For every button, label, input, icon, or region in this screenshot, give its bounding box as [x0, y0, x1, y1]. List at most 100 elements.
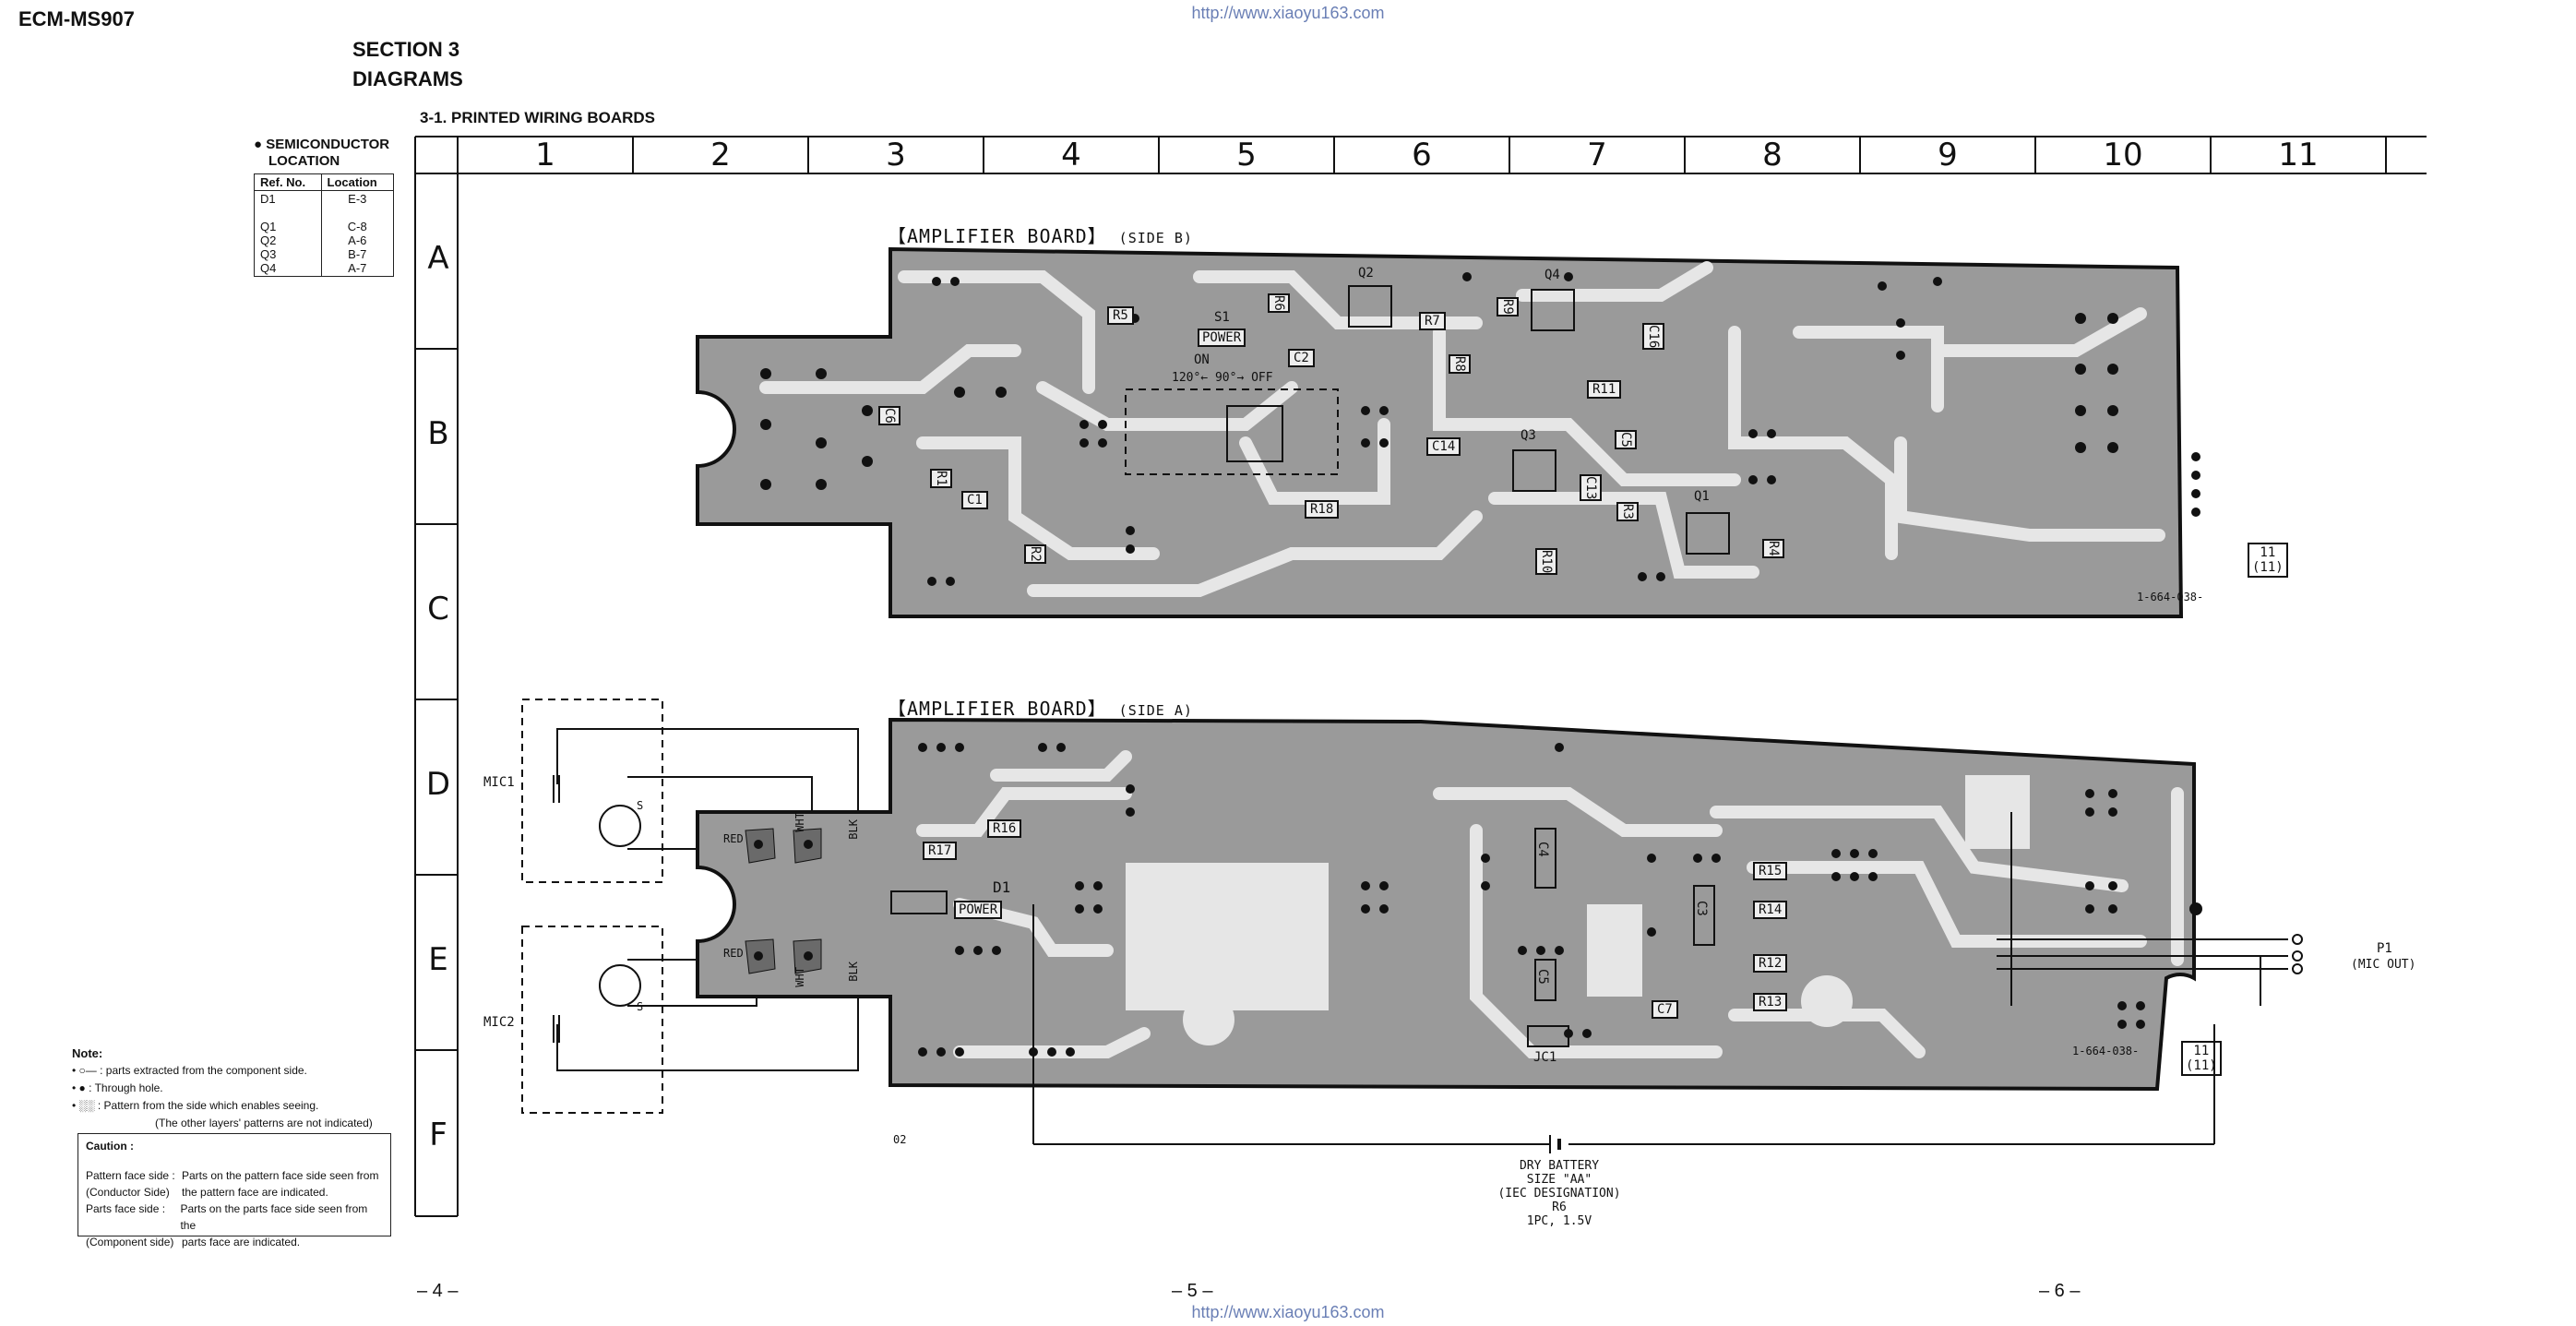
label-o2: 02 [893, 1133, 907, 1146]
board-title-side-a-sub: (SIDE A) [1118, 702, 1193, 719]
semiconductor-title-line2: LOCATION [268, 153, 340, 169]
label-c3: C3 [1694, 901, 1709, 916]
label-blk-mic1: BLK [847, 819, 860, 840]
label-c1: C1 [961, 491, 988, 509]
label-p1-desc: (MIC OUT) [2351, 958, 2416, 972]
label-blk-mic2: BLK [847, 962, 860, 982]
label-r13: R13 [1753, 993, 1788, 1011]
grid-col-2: 2 [710, 137, 731, 173]
battery-line2: SIZE "AA" [1526, 1173, 1592, 1187]
section-heading: SECTION 3 DIAGRAMS [352, 35, 463, 94]
revision-side-b-bottom: (11) [2252, 560, 2284, 575]
revision-side-a-bottom: (11) [2186, 1058, 2217, 1073]
note-item: • ○— : parts extracted from the componen… [72, 1064, 307, 1077]
board-title-side-b: 【AMPLIFIER BOARD】 (SIDE B) [888, 221, 1193, 248]
label-r17: R17 [923, 842, 958, 860]
caution-text: Parts on the parts face side seen from t… [180, 1202, 368, 1232]
caution-label: (Component side) [86, 1236, 174, 1248]
board-title-side-a: 【AMPLIFIER BOARD】 (SIDE A) [888, 694, 1193, 721]
label-r12: R12 [1753, 954, 1788, 973]
revision-side-a-top: 11 [2193, 1044, 2210, 1058]
label-switch-positions: 120°← 90°→ OFF [1172, 371, 1273, 385]
label-mic2: MIC2 [483, 1015, 515, 1030]
loc-q2: A-6 [348, 233, 367, 247]
ref-q2: Q2 [260, 233, 277, 247]
notes-title: Note: [72, 1046, 103, 1060]
grid-col-9: 9 [1938, 137, 1958, 173]
battery-line3: (IEC DESIGNATION) [1497, 1187, 1621, 1201]
label-r6: R6 [1268, 293, 1290, 313]
caution-label: (Conductor Side) [86, 1186, 170, 1199]
label-r2: R2 [1024, 544, 1046, 564]
label-c5-side-a: C5 [1535, 969, 1550, 985]
label-r4: R4 [1762, 539, 1784, 558]
grid-col-8: 8 [1762, 137, 1783, 173]
board-title-side-b-sub: (SIDE B) [1118, 230, 1193, 246]
label-r1: R1 [930, 469, 952, 488]
revision-side-b-top: 11 [2260, 545, 2276, 560]
label-mic1: MIC1 [483, 775, 515, 790]
board-title-side-a-main: 【AMPLIFIER BOARD】 [888, 698, 1107, 720]
grid-row-c: C [427, 591, 449, 627]
label-r11: R11 [1587, 380, 1622, 399]
label-c16: C16 [1642, 323, 1664, 351]
label-red-mic2: RED [723, 947, 744, 960]
part-number-side-b: 1-664-038- [2137, 591, 2204, 603]
page-number-6: – 6 – [2039, 1281, 2081, 1301]
part-number-side-a: 1-664-038- [2072, 1045, 2140, 1057]
loc-q4: A-7 [348, 261, 367, 275]
label-c6: C6 [878, 406, 900, 425]
grid-row-b: B [427, 415, 449, 452]
loc-q3: B-7 [348, 247, 367, 261]
ref-d1: D1 [260, 192, 276, 206]
subsection-title: 3-1. PRINTED WIRING BOARDS [420, 109, 656, 126]
semiconductor-location-title: ● SEMICONDUCTOR LOCATION [254, 137, 389, 170]
battery-line4: R6 [1552, 1201, 1567, 1214]
caution-title: Caution : [86, 1140, 134, 1153]
label-c13: C13 [1580, 474, 1602, 502]
grid-row-e: E [428, 941, 448, 978]
label-s-mic2: S [637, 1000, 644, 1013]
grid-col-5: 5 [1236, 137, 1257, 173]
caution-text: the pattern face are indicated. [182, 1186, 328, 1199]
grid-row-a: A [427, 240, 449, 277]
caution-text: Parts on the pattern face side seen from [182, 1169, 379, 1182]
loc-q1: C-8 [347, 220, 367, 233]
battery-line1: DRY BATTERY [1519, 1159, 1600, 1173]
label-r9: R9 [1497, 297, 1519, 317]
label-r10: R10 [1535, 548, 1557, 576]
label-d1: D1 [993, 878, 1011, 896]
grid-row-d: D [425, 766, 451, 803]
grid-col-4: 4 [1061, 137, 1081, 173]
source-url-top: http://www.xiaoyu163.com [1191, 4, 1385, 22]
ref-q1: Q1 [260, 220, 277, 233]
note-item: (The other layers' patterns are not indi… [155, 1117, 373, 1129]
grid-col-6: 6 [1412, 137, 1432, 173]
caution-label: Parts face side : [86, 1202, 166, 1215]
label-r7: R7 [1419, 312, 1446, 330]
grid-row-f: F [429, 1117, 447, 1153]
label-q4: Q4 [1544, 268, 1560, 282]
grid-col-3: 3 [886, 137, 906, 173]
table-cell-location: E-3 C-8 A-6 B-7 A-7 [320, 190, 395, 277]
grid-col-10: 10 [2103, 137, 2143, 173]
revision-box-side-b: 11 (11) [2248, 543, 2288, 578]
label-c4: C4 [1535, 842, 1550, 857]
grid-col-1: 1 [535, 137, 555, 173]
semiconductor-location-table: Ref. No. Location D1 Q1 Q2 Q3 Q4 E-3 C-8… [254, 173, 395, 277]
label-power-switch: POWER [1198, 329, 1246, 347]
caution-label: Pattern face side : [86, 1169, 175, 1182]
page-number-5: – 5 – [1172, 1281, 1213, 1301]
ref-q3: Q3 [260, 247, 277, 261]
label-wht-mic2: WHT [793, 967, 806, 987]
label-c5-side-b: C5 [1615, 430, 1637, 449]
battery-spec: DRY BATTERY SIZE "AA" (IEC DESIGNATION) … [1476, 1159, 1642, 1228]
label-q3: Q3 [1521, 428, 1536, 443]
label-r8: R8 [1449, 354, 1471, 374]
ref-q4: Q4 [260, 261, 277, 275]
label-s-mic1: S [637, 799, 644, 812]
label-r3: R3 [1616, 502, 1639, 521]
